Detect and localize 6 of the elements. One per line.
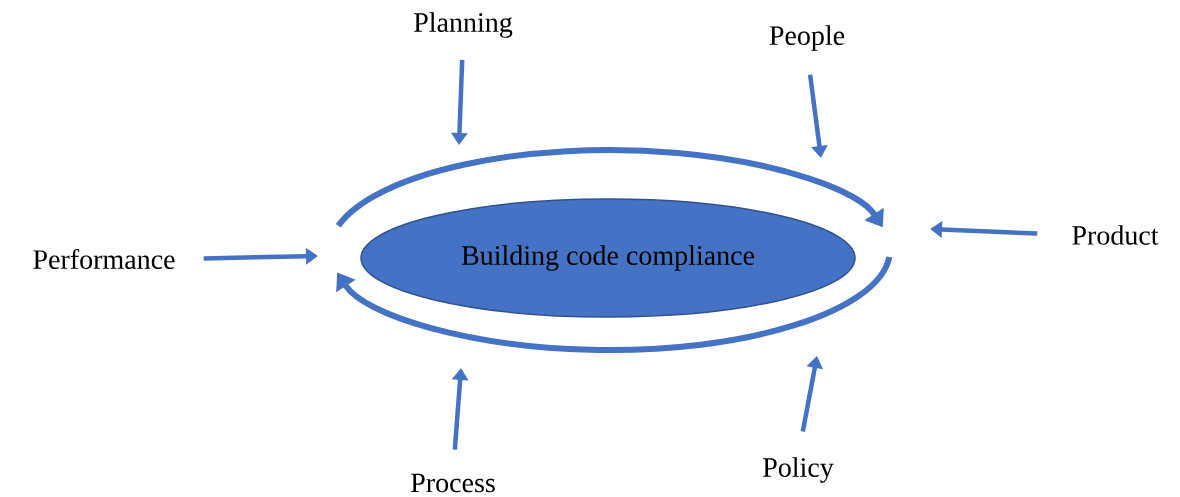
label: Policy	[763, 457, 834, 483]
label: Process	[411, 473, 495, 493]
label: Product	[1072, 225, 1159, 245]
label: Performance	[33, 249, 175, 269]
label: People	[769, 25, 845, 51]
label: Planning	[414, 12, 513, 38]
